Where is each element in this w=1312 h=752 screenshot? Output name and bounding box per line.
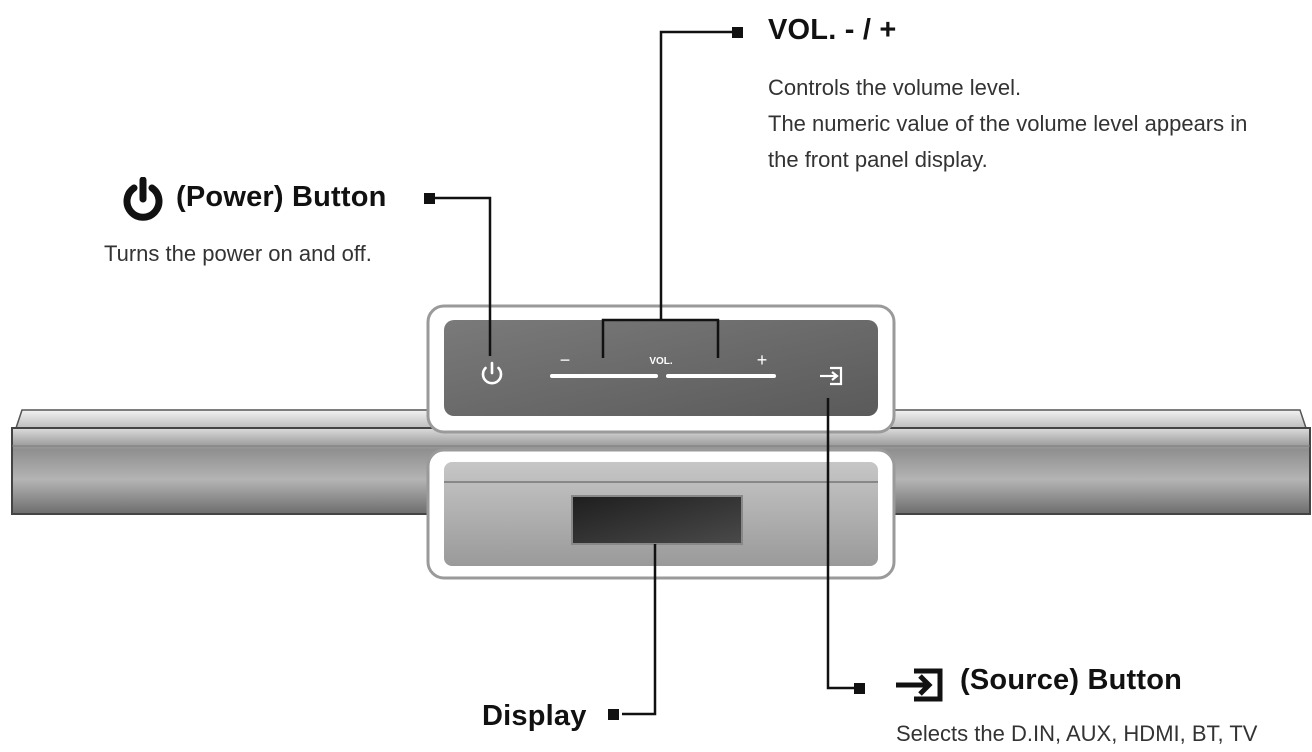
power-title: (Power) Button <box>176 181 387 213</box>
vol-description: Controls the volume level. The numeric v… <box>768 70 1247 178</box>
panel-power-button[interactable] <box>481 361 503 385</box>
panel-volume-slider[interactable] <box>550 374 776 378</box>
panel-volume-plus: + <box>757 350 768 370</box>
power-icon <box>123 177 163 221</box>
power-description: Turns the power on and off. <box>104 236 372 272</box>
panel-volume-minus: − <box>560 350 571 370</box>
leader-lines <box>432 30 856 716</box>
panel-volume-label: VOL. <box>649 356 673 367</box>
source-icon <box>896 668 943 702</box>
leader-line-markers <box>424 27 865 720</box>
vol-description-line: Controls the volume level. <box>768 75 1022 100</box>
vol-description-line: The numeric value of the volume level ap… <box>768 111 1248 136</box>
panel-source-button[interactable] <box>820 366 843 386</box>
source-description-line: Selects the D.IN, AUX, HDMI, BT, TV <box>896 721 1258 746</box>
vol-description-line: the front panel display. <box>768 147 988 172</box>
source-title: (Source) Button <box>960 664 1183 696</box>
control-panel <box>426 304 896 434</box>
source-description: Selects the D.IN, AUX, HDMI, BT, TV <box>896 716 1257 752</box>
display-window <box>571 495 743 545</box>
power-description-line: Turns the power on and off. <box>104 241 372 266</box>
display-title: Display <box>482 700 587 732</box>
vol-title: VOL. - / + <box>768 14 897 46</box>
